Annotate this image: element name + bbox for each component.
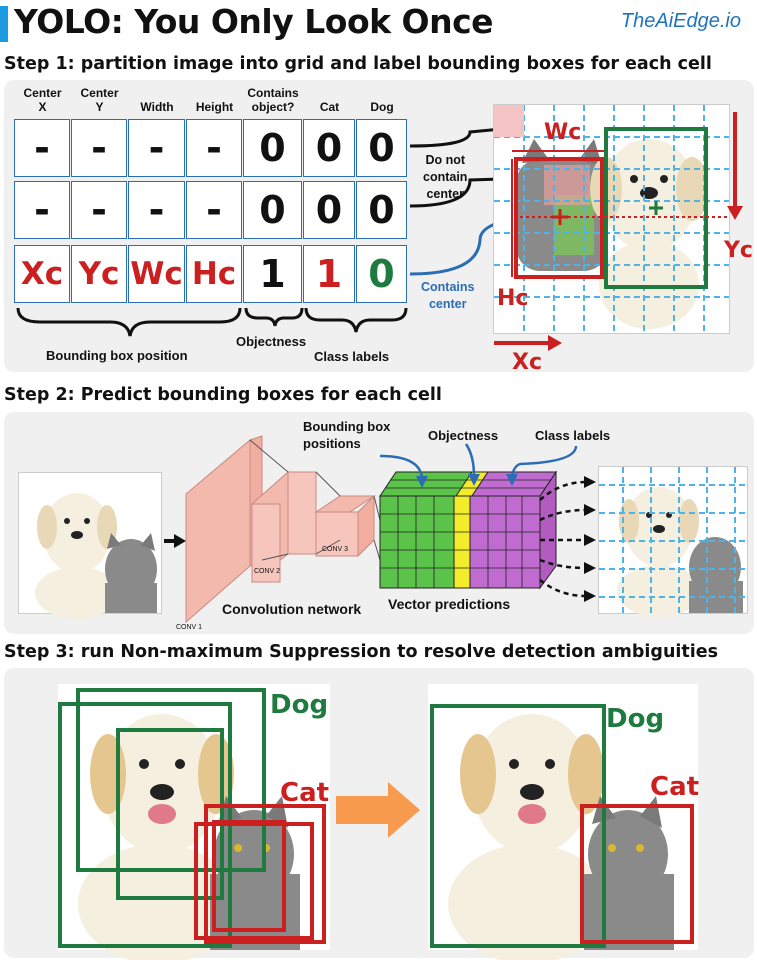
table-cell: 0: [243, 181, 302, 239]
conv3-label: CONV 3: [322, 546, 349, 553]
column-header: Dog: [370, 100, 394, 114]
column-header: Contains object?: [247, 86, 299, 114]
table-cell: -: [14, 181, 70, 239]
label-hc: Hc: [497, 286, 529, 311]
table-cell: -: [14, 119, 70, 177]
step2-input-image: [18, 472, 162, 619]
title-accent-bar: [0, 6, 8, 42]
step2-output-image: [598, 466, 748, 617]
table-cell: Wc: [128, 245, 185, 303]
step2-heading: Step 2: Predict bounding boxes for each …: [4, 385, 442, 405]
column-header: Cat: [319, 100, 340, 114]
column-header: Center X: [23, 86, 62, 114]
nms-before-cat-label: Cat: [280, 778, 330, 808]
nms-before-dog-label: Dog: [270, 690, 329, 720]
column-header: Width: [140, 100, 174, 114]
nms-after-cat-label: Cat: [650, 772, 700, 802]
table-cell: -: [128, 119, 185, 177]
brace-label-objectness: Objectness: [236, 334, 307, 349]
table-cell: 0: [356, 245, 407, 303]
label-wc: Wc: [544, 120, 582, 145]
column-header: Center Y: [80, 86, 119, 114]
table-cell: Xc: [14, 245, 70, 303]
network-label: Convolution network: [222, 601, 362, 617]
table-cell: 0: [303, 119, 355, 177]
nms-after-image: [428, 684, 698, 960]
table-cell: -: [128, 181, 185, 239]
column-header: Height: [195, 100, 234, 114]
vector-label: Vector predictions: [388, 596, 511, 612]
step1-grid-image: [494, 105, 729, 333]
table-cell: 0: [356, 119, 407, 177]
label-xc: Xc: [512, 350, 543, 375]
conv2-label: CONV 2: [254, 568, 281, 575]
arrow-label-no-center: Do not contain center: [423, 153, 468, 201]
table-cell: Hc: [186, 245, 242, 303]
nms-after-dog-label: Dog: [606, 704, 665, 734]
table-cell: -: [186, 181, 242, 239]
page-title: YOLO: You Only Look Once: [14, 2, 494, 41]
table-cell: -: [186, 119, 242, 177]
table-cell: 0: [303, 181, 355, 239]
objectness-label: Objectness: [428, 428, 499, 443]
arrow-label-center: Contains center: [421, 280, 475, 311]
table-cell: 1: [243, 245, 302, 303]
class-labels-label: Class labels: [535, 428, 611, 443]
brand-label: TheAiEdge.io: [620, 10, 741, 32]
label-yc: Yc: [724, 238, 753, 263]
table-cell: Yc: [71, 245, 127, 303]
table-cell: -: [71, 119, 127, 177]
table-cell: 0: [356, 181, 407, 239]
step1-image: [493, 104, 730, 334]
conv1-label: CONV 1: [176, 624, 203, 631]
table-cell: 0: [243, 119, 302, 177]
table-cell: -: [71, 181, 127, 239]
brace-label-position: Bounding box position: [46, 348, 188, 363]
bbox-positions-label: Bounding box positions: [303, 419, 391, 451]
step1-heading: Step 1: partition image into grid and la…: [4, 54, 712, 74]
brace-label-class: Class labels: [314, 349, 390, 364]
step3-heading: Step 3: run Non-maximum Suppression to r…: [4, 642, 719, 662]
table-cell: 1: [303, 245, 355, 303]
